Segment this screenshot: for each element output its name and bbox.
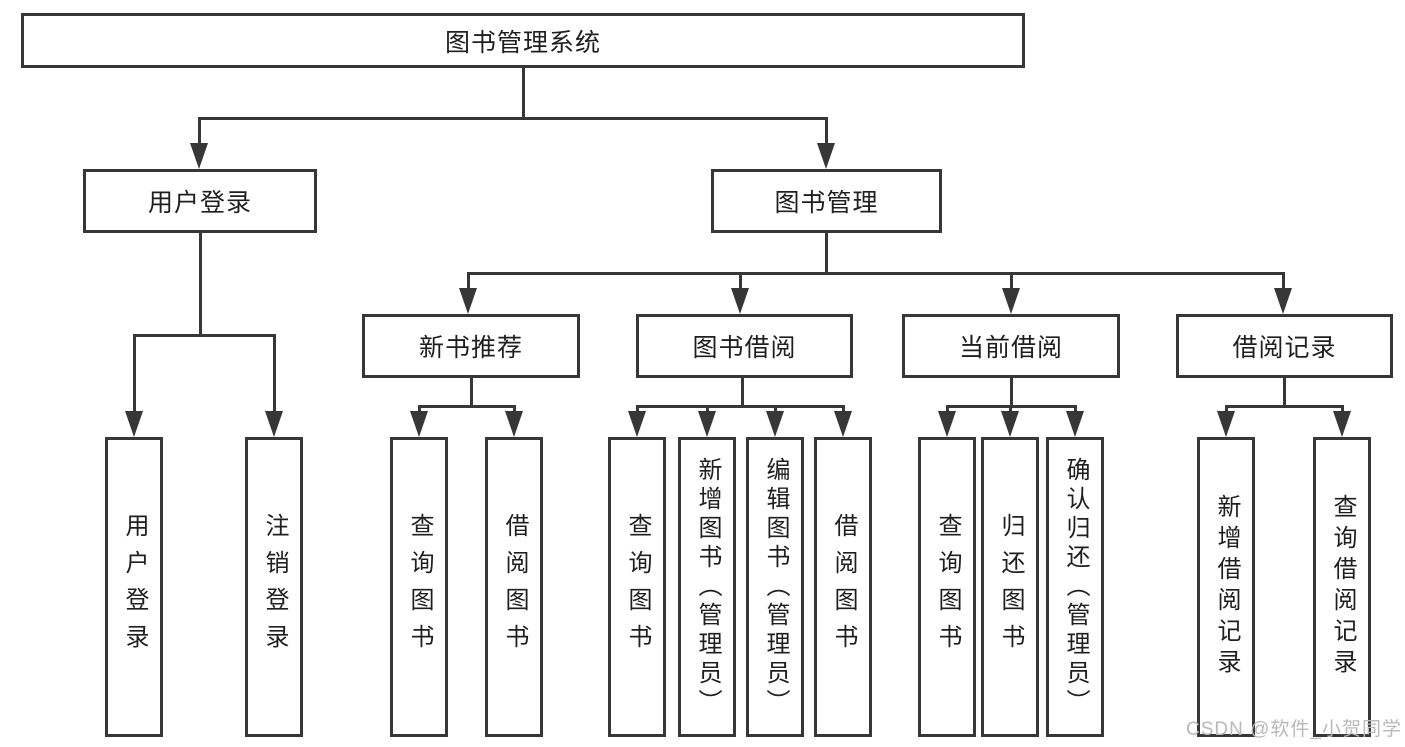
watermark: CSDN @软件_小贺同学	[1186, 719, 1402, 740]
leaf-bb-query-books-label: 查询图书	[624, 513, 651, 661]
connector-line	[417, 404, 421, 414]
leaf-bb-borrow-books-label: 借阅图书	[830, 513, 857, 661]
leaf-rec-query-books: 查询图书	[390, 437, 448, 737]
node-borrow-record-label: 借阅记录	[1232, 334, 1337, 362]
arrowhead-down	[938, 411, 956, 437]
connector-line	[521, 68, 525, 119]
leaf-logout: 注销登录	[245, 437, 303, 737]
connector-line	[635, 404, 845, 408]
arrowhead-down	[505, 411, 523, 437]
connector-line	[773, 404, 777, 414]
node-user-login-label: 用户登录	[147, 189, 252, 217]
connector-line	[1008, 404, 1012, 414]
arrowhead-down	[459, 288, 477, 314]
leaf-br-query-record: 查询借阅记录	[1313, 437, 1371, 737]
leaf-br-add-record: 新增借阅记录	[1197, 437, 1255, 737]
leaf-rec-borrow-books: 借阅图书	[485, 437, 543, 737]
node-book-mgmt: 图书管理	[711, 169, 942, 233]
node-book-borrow: 图书借阅	[636, 314, 853, 378]
connector-line	[945, 404, 949, 414]
leaf-rec-borrow-books-label: 借阅图书	[501, 513, 528, 661]
arrowhead-down	[1001, 411, 1019, 437]
node-new-book-rec-label: 新书推荐	[418, 334, 523, 362]
node-root-label: 图书管理系统	[444, 28, 601, 57]
connector-line	[132, 333, 276, 337]
node-current-borrow: 当前借阅	[902, 314, 1120, 378]
connector-line	[1073, 404, 1077, 414]
leaf-bb-edit-books: 编辑图书（管理员）	[746, 437, 804, 737]
leaf-user-login: 用户登录	[105, 437, 163, 737]
arrowhead-down	[766, 411, 784, 437]
connector-line	[469, 378, 473, 407]
connector-line	[512, 404, 516, 414]
arrowhead-down	[1002, 288, 1020, 314]
connector-line	[841, 404, 845, 414]
connector-line	[466, 271, 470, 290]
connector-line	[1281, 271, 1285, 290]
leaf-bb-query-books: 查询图书	[608, 437, 666, 737]
leaf-cb-confirm-return-label: 确认归还（管理员）	[1062, 456, 1089, 718]
connector-line	[417, 404, 516, 408]
arrowhead-down	[1333, 411, 1351, 437]
connector-line	[1009, 378, 1013, 407]
node-new-book-rec: 新书推荐	[362, 314, 580, 378]
node-borrow-record: 借阅记录	[1176, 314, 1393, 378]
arrowhead-down	[731, 288, 749, 314]
arrowhead-down	[817, 143, 835, 169]
leaf-cb-return-books: 归还图书	[981, 437, 1039, 737]
leaf-cb-confirm-return: 确认归还（管理员）	[1046, 437, 1104, 737]
connector-line	[1009, 271, 1013, 290]
arrowhead-down	[1066, 411, 1084, 437]
connector-line	[705, 404, 709, 414]
arrowhead-down	[190, 143, 208, 169]
connector-line	[635, 404, 639, 414]
connector-line	[198, 233, 202, 336]
leaf-rec-query-books-label: 查询图书	[406, 513, 433, 661]
node-book-mgmt-label: 图书管理	[774, 189, 879, 217]
connector-line	[1224, 404, 1344, 408]
node-current-borrow-label: 当前借阅	[958, 334, 1063, 362]
leaf-cb-return-books-label: 归还图书	[997, 513, 1024, 661]
arrowhead-down	[1217, 411, 1235, 437]
node-root: 图书管理系统	[21, 13, 1025, 68]
node-user-login: 用户登录	[83, 169, 317, 233]
leaf-cb-query-books: 查询图书	[918, 437, 976, 737]
leaf-user-login-label: 用户登录	[121, 513, 148, 661]
connector-line	[197, 116, 828, 120]
arrowhead-down	[698, 411, 716, 437]
leaf-bb-add-books: 新增图书（管理员）	[678, 437, 736, 737]
connector-line	[1224, 404, 1228, 414]
leaf-bb-borrow-books: 借阅图书	[814, 437, 872, 737]
arrowhead-down	[410, 411, 428, 437]
leaf-br-add-record-label: 新增借阅记录	[1213, 494, 1240, 680]
arrowhead-down	[265, 411, 283, 437]
connector-line	[738, 271, 742, 290]
leaf-logout-label: 注销登录	[261, 513, 288, 661]
leaf-bb-add-books-label: 新增图书（管理员）	[694, 456, 721, 718]
connector-line	[132, 333, 136, 413]
connector-line	[824, 116, 828, 145]
connector-line	[197, 116, 201, 145]
connector-line	[272, 333, 276, 413]
arrowhead-down	[628, 411, 646, 437]
connector-line	[1340, 404, 1344, 414]
leaf-cb-query-books-label: 查询图书	[934, 513, 961, 661]
connector-line	[740, 378, 744, 407]
leaf-bb-edit-books-label: 编辑图书（管理员）	[762, 456, 789, 718]
arrowhead-down	[1274, 288, 1292, 314]
arrowhead-down	[125, 411, 143, 437]
arrowhead-down	[834, 411, 852, 437]
node-book-borrow-label: 图书借阅	[692, 334, 797, 362]
connector-line	[466, 271, 1285, 275]
connector-line	[1282, 378, 1286, 407]
leaf-br-query-record-label: 查询借阅记录	[1329, 494, 1356, 680]
connector-line	[824, 232, 828, 274]
